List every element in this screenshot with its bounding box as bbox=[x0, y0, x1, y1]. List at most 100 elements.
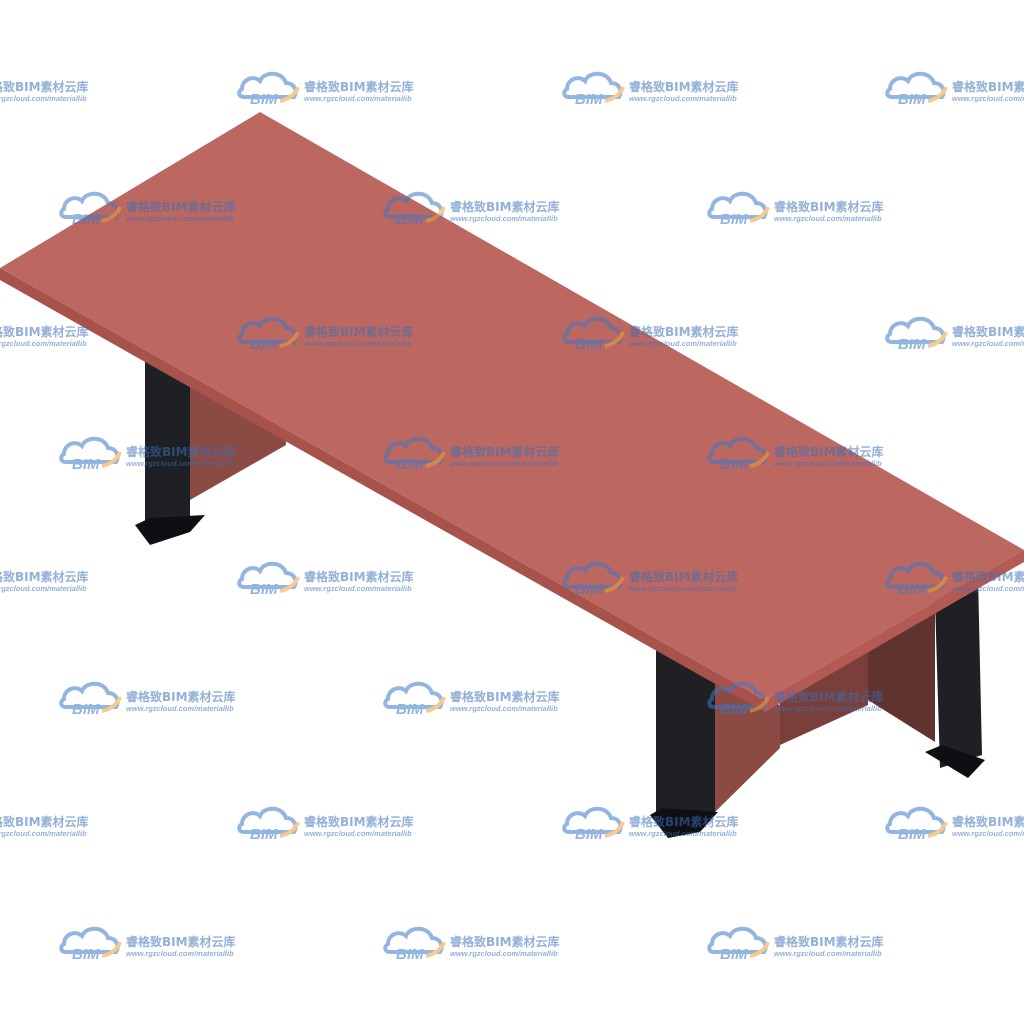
watermark-logo-text: BIM bbox=[250, 826, 278, 843]
table-top-surface bbox=[0, 112, 1024, 700]
watermark-logo-text: BIM bbox=[250, 581, 278, 598]
cloud-logo-icon: BIM bbox=[885, 561, 948, 598]
watermark-logo-text: BIM bbox=[250, 91, 278, 108]
watermark: BIM睿格致BIM素材云库www.rgzcloud.com/materialli… bbox=[59, 191, 236, 228]
cloud-logo-icon: BIM bbox=[707, 926, 770, 963]
watermark-logo-text: BIM bbox=[72, 701, 100, 718]
watermark: BIM 睿格致BIM素材云库www.rgzcloud.com/materialli… bbox=[383, 436, 560, 473]
watermark-brand-text: 睿格致BIM素材云库 bbox=[774, 199, 884, 214]
watermark-brand-text: 睿格致BIM素材云库 bbox=[304, 324, 414, 339]
watermark-url-text: www.rgzcloud.com/materiallib bbox=[774, 459, 882, 468]
watermark-logo-text: BIM bbox=[575, 91, 603, 108]
modesty-panel-front bbox=[715, 680, 780, 812]
watermark-url-text: www.rgzcloud.com/materiallib bbox=[952, 584, 1024, 593]
watermark-logo-text: BIM bbox=[575, 581, 603, 598]
table-leg-front bbox=[650, 648, 718, 838]
watermark-brand-text: 睿格致BIM素材云库 bbox=[774, 444, 884, 459]
watermark: BIM 睿格致BIM素材云库www.rgzcloud.com/materialli… bbox=[885, 561, 1024, 598]
watermark-brand-text: 睿格致BIM素材云库 bbox=[952, 79, 1024, 94]
watermark-logo-text: BIM bbox=[720, 701, 748, 718]
watermark-brand-text: 睿格致BIM素材云库 bbox=[952, 814, 1024, 829]
watermark-url-text: www.rgzcloud.com/materiallib bbox=[774, 214, 882, 223]
watermark-brand-text: 睿格致BIM素材云库 bbox=[629, 79, 739, 94]
watermark-logo-text: BIM bbox=[72, 211, 100, 228]
cloud-logo-icon: BIM bbox=[237, 806, 300, 843]
cloud-logo-icon: BIM bbox=[383, 191, 446, 228]
watermark: BIM睿格致BIM素材云库www.rgzcloud.com/materialli… bbox=[237, 71, 414, 108]
cloud-logo-icon: BIM bbox=[383, 681, 446, 718]
watermark: BIM睿格致BIM素材云库www.rgzcloud.com/materialli… bbox=[383, 681, 560, 718]
watermark: BIM睿格致BIM素材云库www.rgzcloud.com/materialli… bbox=[0, 324, 89, 348]
watermark-brand-text: 睿格致BIM素材云库 bbox=[774, 934, 884, 949]
watermark-url-text: www.rgzcloud.com/materiallib bbox=[774, 949, 882, 958]
watermark-brand-text: 睿格致BIM素材云库 bbox=[304, 569, 414, 584]
table-leg-back-right bbox=[925, 576, 985, 778]
cloud-logo-icon: BIM bbox=[885, 806, 948, 843]
watermark-brand-text: 睿格致BIM素材云库 bbox=[629, 324, 739, 339]
watermark: BIM睿格致BIM素材云库www.rgzcloud.com/materialli… bbox=[59, 926, 236, 963]
watermark-url-text: www.rgzcloud.com/materiallib bbox=[629, 829, 737, 838]
cloud-logo-icon: BIM bbox=[562, 316, 625, 353]
watermark: BIM 睿格致BIM素材云库www.rgzcloud.com/materialli… bbox=[707, 191, 884, 228]
watermark-url-text: www.rgzcloud.com/materiallib bbox=[774, 704, 882, 713]
watermark: BIM睿格致BIM素材云库www.rgzcloud.com/materialli… bbox=[0, 814, 89, 838]
cloud-logo-icon: BIM bbox=[885, 316, 948, 353]
cloud-logo-icon: BIM bbox=[562, 71, 625, 108]
watermark-brand-text: 睿格致BIM素材云库 bbox=[774, 689, 884, 704]
watermark-url-text: www.rgzcloud.com/materiallib bbox=[0, 584, 87, 593]
watermark-brand-text: 睿格致BIM素材云库 bbox=[126, 199, 236, 214]
watermark: BIM睿格致BIM素材云库www.rgzcloud.com/materialli… bbox=[0, 79, 89, 103]
watermark-logo-text: BIM bbox=[720, 211, 748, 228]
watermark-brand-text: 睿格致BIM素材云库 bbox=[0, 324, 89, 339]
cloud-logo-icon: BIM bbox=[562, 806, 625, 843]
cloud-logo-icon: BIM bbox=[707, 681, 770, 718]
watermark-logo-text: BIM bbox=[720, 456, 748, 473]
watermark-url-text: www.rgzcloud.com/materiallib bbox=[304, 584, 412, 593]
watermark-url-text: www.rgzcloud.com/materiallib bbox=[304, 339, 412, 348]
table-top-edge-front bbox=[0, 268, 765, 712]
watermark-logo-text: BIM bbox=[396, 456, 424, 473]
watermark-brand-text: 睿格致BIM素材云库 bbox=[304, 79, 414, 94]
watermark-brand-text: 睿格致BIM素材云库 bbox=[0, 814, 89, 829]
watermark-brand-text: 睿格致BIM素材云库 bbox=[126, 444, 236, 459]
watermark: BIM 睿格致BIM素材云库www.rgzcloud.com/materialli… bbox=[707, 436, 884, 473]
watermark-url-text: www.rgzcloud.com/materiallib bbox=[126, 459, 234, 468]
watermark-url-text: www.rgzcloud.com/materiallib bbox=[952, 829, 1024, 838]
watermark-logo-text: BIM bbox=[898, 91, 926, 108]
watermark-brand-text: 睿格致BIM素材云库 bbox=[0, 79, 89, 94]
watermark-url-text: www.rgzcloud.com/materiallib bbox=[0, 829, 87, 838]
watermark: BIM睿格致BIM素材云库www.rgzcloud.com/materialli… bbox=[237, 806, 414, 843]
cloud-logo-icon: BIM bbox=[707, 191, 770, 228]
cloud-logo-icon: BIM bbox=[59, 436, 122, 473]
watermark-url-text: www.rgzcloud.com/materiallib bbox=[952, 339, 1024, 348]
watermark-brand-text: 睿格致BIM素材云库 bbox=[126, 689, 236, 704]
watermark-url-text: www.rgzcloud.com/materiallib bbox=[126, 704, 234, 713]
watermark-brand-text: 睿格致BIM素材云库 bbox=[952, 324, 1024, 339]
watermark-logo-text: BIM bbox=[898, 336, 926, 353]
watermark: BIM睿格致BIM素材云库www.rgzcloud.com/materialli… bbox=[237, 316, 414, 353]
watermark-brand-text: 睿格致BIM素材云库 bbox=[629, 569, 739, 584]
watermark-brand-text: 睿格致BIM素材云库 bbox=[450, 934, 560, 949]
watermark: BIM睿格致BIM素材云库www.rgzcloud.com/materialli… bbox=[383, 191, 560, 228]
watermark-url-text: www.rgzcloud.com/materiallib bbox=[450, 459, 558, 468]
cloud-logo-icon: BIM bbox=[707, 436, 770, 473]
watermark-logo-text: BIM bbox=[72, 946, 100, 963]
watermark: BIM睿格致BIM素材云库www.rgzcloud.com/materialli… bbox=[885, 71, 1024, 108]
watermark-url-text: www.rgzcloud.com/materiallib bbox=[629, 94, 737, 103]
watermark-logo-text: BIM bbox=[575, 336, 603, 353]
watermark: BIM 睿格致BIM素材云库www.rgzcloud.com/materialli… bbox=[562, 71, 739, 108]
watermark: BIM睿格致BIM素材云库www.rgzcloud.com/materialli… bbox=[383, 926, 560, 963]
watermark: BIM睿格致BIM素材云库www.rgzcloud.com/materialli… bbox=[0, 569, 89, 593]
watermark: BIM睿格致BIM素材云库www.rgzcloud.com/materialli… bbox=[562, 561, 739, 598]
watermark-brand-text: 睿格致BIM素材云库 bbox=[952, 569, 1024, 584]
cloud-logo-icon: BIM bbox=[237, 561, 300, 598]
watermark-brand-text: 睿格致BIM素材云库 bbox=[629, 814, 739, 829]
watermark-url-text: www.rgzcloud.com/materiallib bbox=[450, 704, 558, 713]
watermark-brand-text: 睿格致BIM素材云库 bbox=[304, 814, 414, 829]
cloud-logo-icon: BIM bbox=[383, 436, 446, 473]
watermark: BIM 睿格致BIM素材云库www.rgzcloud.com/materialli… bbox=[59, 681, 236, 718]
watermark-brand-text: 睿格致BIM素材云库 bbox=[450, 444, 560, 459]
watermark-url-text: www.rgzcloud.com/materiallib bbox=[0, 94, 87, 103]
watermark: BIM睿格致BIM素材云库www.rgzcloud.com/materialli… bbox=[562, 316, 739, 353]
watermark-logo-text: BIM bbox=[898, 581, 926, 598]
